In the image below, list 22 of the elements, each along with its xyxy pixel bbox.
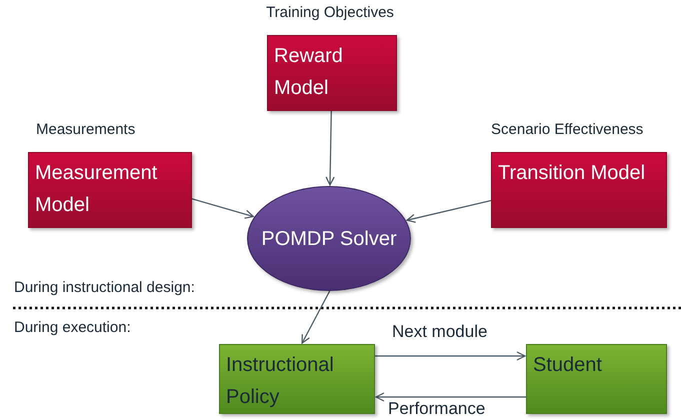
node-caption: Scenario Effectiveness: [491, 121, 644, 138]
node-caption: Measurements: [36, 121, 136, 138]
arrow: [375, 392, 526, 402]
arrow: [375, 351, 526, 361]
section-label: During execution:: [14, 319, 131, 336]
arrow: [302, 290, 330, 344]
node-label: Instructional Policy: [226, 353, 335, 410]
section-label: During instructional design:: [14, 279, 195, 296]
process-box: [491, 152, 667, 228]
arrow: [406, 200, 492, 223]
process-box: [267, 35, 397, 111]
arrow: [192, 198, 254, 219]
process-box: [526, 344, 667, 414]
node-label: POMDP Solver: [261, 226, 397, 252]
node-label: Transition Model: [498, 161, 646, 186]
node-label: Student: [533, 353, 602, 378]
arrow: [326, 110, 335, 186]
process-box: [28, 152, 192, 228]
node-caption: Training Objectives: [265, 4, 395, 21]
node-label: Measurement Model: [35, 161, 158, 218]
node-label: Reward Model: [274, 44, 344, 101]
process-box: [219, 344, 375, 414]
